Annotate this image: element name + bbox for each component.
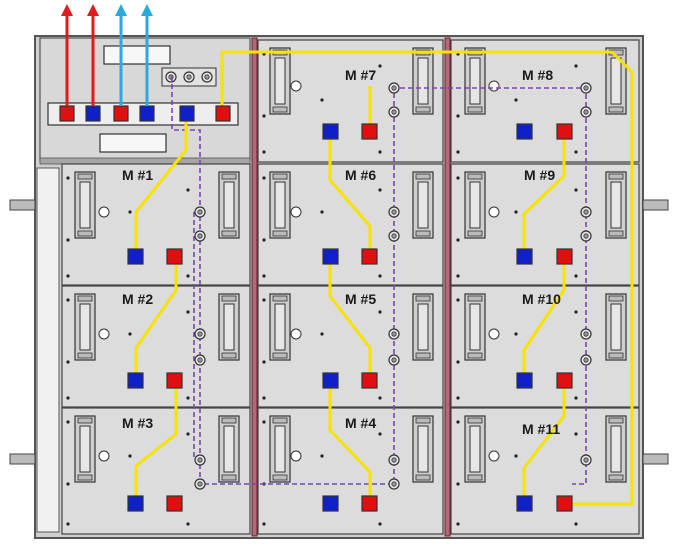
module-label-m4: M #4 (345, 415, 376, 431)
column-divider-1 (251, 37, 258, 537)
module-label-m6: M #6 (345, 167, 376, 183)
module-terminals (127, 123, 573, 512)
left-rail (36, 167, 60, 533)
control-terminals (59, 105, 231, 122)
module-label-m11: M #11 (522, 421, 560, 437)
sense-lines (171, 76, 587, 485)
output-arrows (61, 4, 153, 106)
module-label-m8: M #8 (522, 67, 553, 83)
module-label-m2: M #2 (122, 291, 153, 307)
module-label-m7: M #7 (345, 67, 376, 83)
module-label-m1: M #1 (122, 167, 153, 183)
module-label-m3: M #3 (122, 415, 153, 431)
module-label-m10: M #10 (522, 291, 561, 307)
module-label-m5: M #5 (345, 291, 376, 307)
panel-holes (98, 80, 500, 462)
series-links (134, 50, 634, 506)
control-panel (39, 37, 251, 165)
panel-rivets (66, 52, 578, 526)
side-handles (9, 199, 669, 465)
column-divider-2 (444, 37, 451, 537)
module-label-m9: M #9 (524, 167, 555, 183)
